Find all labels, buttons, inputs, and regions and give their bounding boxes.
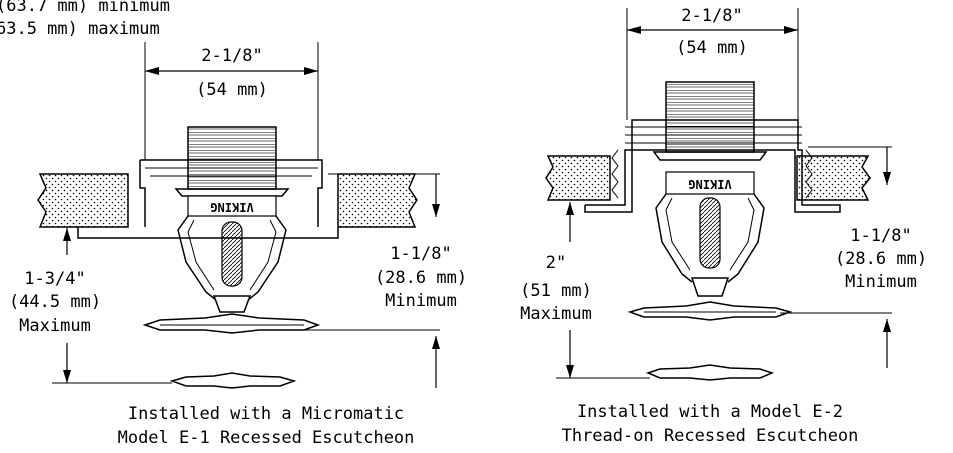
right-recess-mm: (51 mm) bbox=[520, 281, 592, 301]
right-ceiling-left bbox=[545, 155, 611, 201]
right-escutcheon bbox=[584, 119, 841, 213]
left-width-in: 2-1/8" bbox=[201, 46, 262, 66]
left-glass-bulb bbox=[221, 221, 243, 287]
right-width-in: 2-1/8" bbox=[681, 6, 742, 26]
right-recess-dimension: 2" (51 mm) Maximum bbox=[520, 199, 650, 379]
left-recess-in: 1-3/4" bbox=[24, 269, 85, 289]
right-sprinkler-threads bbox=[665, 81, 755, 153]
right-gap-dimension: 1-1/8" (28.6 mm) Minimum bbox=[780, 146, 927, 368]
right-gap-note: Minimum bbox=[845, 272, 917, 292]
left-top-note-line-1: (63.7 mm) minimum bbox=[0, 0, 170, 16]
left-sprinkler-threads bbox=[187, 126, 277, 190]
right-width-mm: (54 mm) bbox=[676, 38, 748, 58]
right-sprinkler-hex bbox=[652, 151, 768, 161]
left-gap-in: 1-1/8" bbox=[390, 244, 451, 264]
left-width-mm: (54 mm) bbox=[196, 80, 268, 100]
left-caption-line-1: Installed with a Micromatic bbox=[128, 404, 404, 424]
right-deflector-dropped bbox=[645, 364, 775, 381]
left-assembly: (63.7 mm) minimum 63.5 mm) maximum 2-1/8… bbox=[0, 0, 467, 448]
left-deflector-dropped bbox=[169, 372, 297, 389]
left-width-dimension: 2-1/8" (54 mm) bbox=[144, 42, 319, 160]
right-sprinkler-frame bbox=[655, 193, 765, 283]
left-deflector bbox=[142, 313, 321, 334]
right-recess-note: Maximum bbox=[520, 304, 592, 324]
left-ceiling-left bbox=[37, 173, 129, 228]
right-gap-mm: (28.6 mm) bbox=[835, 249, 927, 269]
left-recess-mm: (44.5 mm) bbox=[9, 292, 101, 312]
right-brand-text: VIKING bbox=[688, 177, 731, 191]
right-recess-in: 2" bbox=[546, 253, 566, 273]
right-assembly: 2-1/8" (54 mm) VIKING bbox=[520, 6, 927, 446]
right-glass-bulb bbox=[699, 197, 721, 269]
left-deflector-hub bbox=[212, 295, 252, 313]
left-brand-text: VIKING bbox=[210, 200, 253, 214]
left-gap-dimension: 1-1/8" (28.6 mm) Minimum bbox=[300, 173, 467, 388]
left-top-note-line-2: 63.5 mm) maximum bbox=[0, 19, 160, 39]
right-gap-in: 1-1/8" bbox=[850, 226, 911, 246]
left-ceiling-right bbox=[337, 173, 418, 228]
left-recess-note: Maximum bbox=[19, 316, 91, 336]
left-sprinkler-frame bbox=[177, 215, 287, 301]
right-width-dimension: 2-1/8" (54 mm) bbox=[626, 6, 799, 120]
left-recess-dimension: 1-3/4" (44.5 mm) Maximum bbox=[9, 228, 172, 384]
left-caption-line-2: Model E-1 Recessed Escutcheon bbox=[118, 428, 415, 448]
left-gap-mm: (28.6 mm) bbox=[375, 268, 467, 288]
right-deflector bbox=[627, 301, 793, 321]
right-deflector-hub bbox=[690, 277, 730, 297]
right-caption-line-1: Installed with a Model E-2 bbox=[577, 402, 843, 422]
left-gap-note: Minimum bbox=[385, 291, 457, 311]
right-ceiling-right bbox=[796, 155, 871, 201]
right-caption-line-2: Thread-on Recessed Escutcheon bbox=[562, 426, 859, 446]
left-sprinkler-hex bbox=[174, 188, 290, 197]
